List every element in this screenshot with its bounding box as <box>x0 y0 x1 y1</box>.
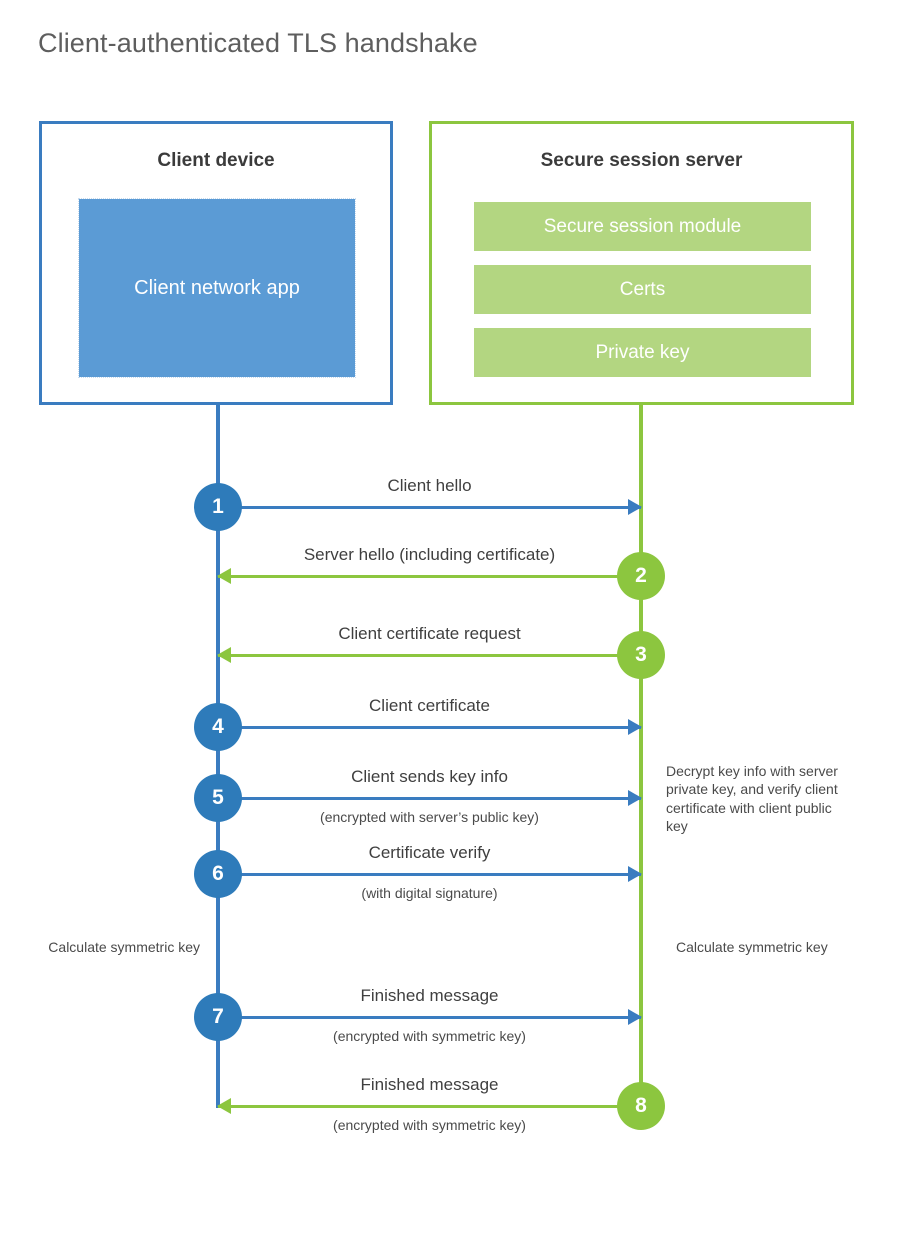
message-arrow-line <box>218 654 641 657</box>
step-number: 1 <box>212 495 224 518</box>
message-arrow-line <box>218 873 641 876</box>
step-number: 7 <box>212 1005 224 1028</box>
message-label: Client hello <box>387 476 472 495</box>
message-arrow-line <box>218 506 641 509</box>
step-circle-4: 4 <box>194 703 242 751</box>
server-component-label: Private key <box>595 341 690 363</box>
server-component-label: Certs <box>619 278 666 300</box>
client-network-app-block: Client network app <box>78 198 356 378</box>
arrowhead-right-icon <box>628 719 642 735</box>
step-number: 2 <box>635 564 647 587</box>
step-circle-1: 1 <box>194 483 242 531</box>
message-label: Client certificate <box>369 696 490 715</box>
arrowhead-left-icon <box>217 1098 231 1114</box>
server-component-label: Secure session module <box>543 215 742 237</box>
secure-session-server-box: Secure session server Secure session mod… <box>429 121 854 405</box>
message-sublabel: (with digital signature) <box>361 885 498 901</box>
arrowhead-left-icon <box>217 647 231 663</box>
step-circle-3: 3 <box>617 631 665 679</box>
step-circle-7: 7 <box>194 993 242 1041</box>
secure-session-server-title: Secure session server <box>540 150 743 171</box>
server-lifeline <box>639 404 643 1107</box>
message-label: Finished message <box>360 1075 499 1094</box>
step-number: 6 <box>212 862 224 885</box>
step-circle-2: 2 <box>617 552 665 600</box>
step-circle-8: 8 <box>617 1082 665 1130</box>
message-arrow-line <box>218 575 641 578</box>
server-component-secure-session-module: Secure session module <box>474 202 811 251</box>
client-device-box: Client device Client network app <box>39 121 393 405</box>
arrowhead-right-icon <box>628 866 642 882</box>
message-arrow-line <box>218 1016 641 1019</box>
annotation-server-decrypt: Decrypt key info with server private key… <box>666 763 838 835</box>
client-lifeline <box>216 404 220 1108</box>
server-component-private-key: Private key <box>474 328 811 377</box>
message-label: Client sends key info <box>351 767 508 786</box>
step-number: 8 <box>635 1094 647 1117</box>
message-sublabel: (encrypted with symmetric key) <box>333 1028 526 1044</box>
arrowhead-left-icon <box>217 568 231 584</box>
message-label: Server hello (including certificate) <box>303 545 556 564</box>
message-arrow-line <box>218 797 641 800</box>
client-device-title: Client device <box>157 150 275 171</box>
message-sublabel: (encrypted with symmetric key) <box>333 1117 526 1133</box>
message-arrow-line <box>218 1105 641 1108</box>
message-label: Certificate verify <box>368 843 491 862</box>
step-number: 3 <box>635 643 647 666</box>
message-label: Client certificate request <box>338 624 521 643</box>
step-number: 4 <box>212 715 224 738</box>
arrowhead-right-icon <box>628 499 642 515</box>
client-network-app-label: Client network app <box>134 276 300 299</box>
step-number: 5 <box>212 786 224 809</box>
server-component-certs: Certs <box>474 265 811 314</box>
message-label: Finished message <box>360 986 499 1005</box>
arrowhead-right-icon <box>628 790 642 806</box>
page-title: Client-authenticated TLS handshake <box>38 28 478 58</box>
annotation-client-calculate-symmetric-key: Calculate symmetric key <box>48 939 200 955</box>
step-circle-6: 6 <box>194 850 242 898</box>
annotation-server-calculate-symmetric-key: Calculate symmetric key <box>676 939 828 955</box>
message-arrow-line <box>218 726 641 729</box>
step-circle-5: 5 <box>194 774 242 822</box>
arrowhead-right-icon <box>628 1009 642 1025</box>
message-sublabel: (encrypted with server’s public key) <box>320 809 539 825</box>
